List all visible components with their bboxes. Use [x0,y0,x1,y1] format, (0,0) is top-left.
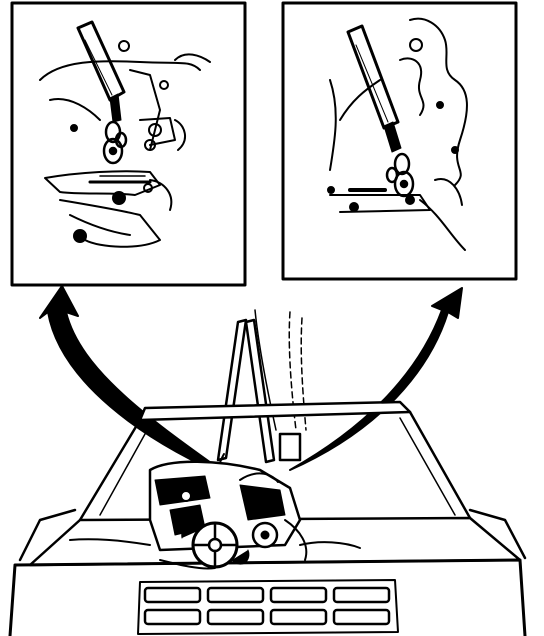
left-strap [109,93,122,123]
left-panel-frame [10,1,247,287]
right-panel-frame [281,1,518,281]
grille [137,579,399,635]
a-pillars [78,410,472,522]
left-detail-panel [10,1,247,287]
right-detail-panel [281,1,518,281]
front-fascia [8,558,527,636]
right-engine-detail [327,17,468,251]
left-hook [102,120,128,165]
engine-block [69,460,361,570]
right-strap [383,121,402,153]
right-curved-arrow [289,287,463,471]
left-curved-arrow [39,285,236,481]
vehicle-scene [8,309,527,636]
right-lift-bar [346,24,400,130]
left-engine-detail [39,40,211,248]
fenders [18,508,527,562]
cooling-fan [181,521,250,569]
hoist-bars [216,309,307,481]
